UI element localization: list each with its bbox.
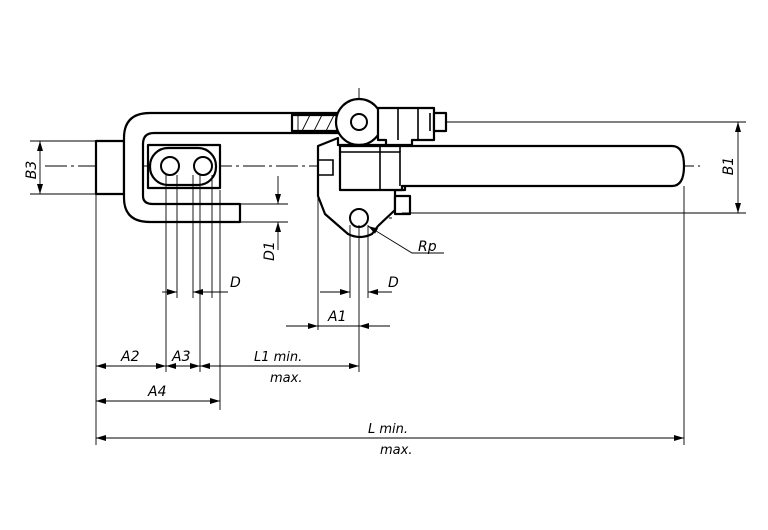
label-D-right: D xyxy=(388,275,399,291)
roller-hole xyxy=(350,113,368,131)
label-A2: A2 xyxy=(120,349,140,365)
label-Rp: Rp xyxy=(418,239,437,255)
slot-hole-1 xyxy=(160,156,180,176)
dimension-labels: B3 B1 D1 Rp D D A1 A2 A3 L1 min. max. A4… xyxy=(24,157,737,458)
adjusting-nut xyxy=(376,106,436,147)
label-L1-min: L1 min. xyxy=(254,350,302,365)
dimension-lines xyxy=(37,122,741,441)
label-A4: A4 xyxy=(147,384,166,400)
label-A3: A3 xyxy=(171,349,190,365)
label-D-left: D xyxy=(230,275,241,291)
label-L-min: L min. xyxy=(368,422,408,437)
label-B3: B3 xyxy=(24,161,40,180)
rod-hatch xyxy=(297,114,335,132)
pivot-hole xyxy=(349,208,369,228)
label-L-max: max. xyxy=(380,443,412,458)
label-L1-max: max. xyxy=(270,371,302,386)
label-A1: A1 xyxy=(327,309,346,325)
nut-end xyxy=(432,111,448,133)
latch-clamp xyxy=(94,97,686,239)
body-slot xyxy=(318,159,334,176)
label-D1: D1 xyxy=(262,241,278,261)
handle-lever xyxy=(338,144,686,192)
lever-stop xyxy=(393,194,412,216)
label-B1: B1 xyxy=(721,157,737,176)
slot-hole-2 xyxy=(193,156,213,176)
rp-leader xyxy=(367,225,444,254)
left-mounting-plate xyxy=(94,139,126,196)
extension-lines xyxy=(30,121,746,445)
